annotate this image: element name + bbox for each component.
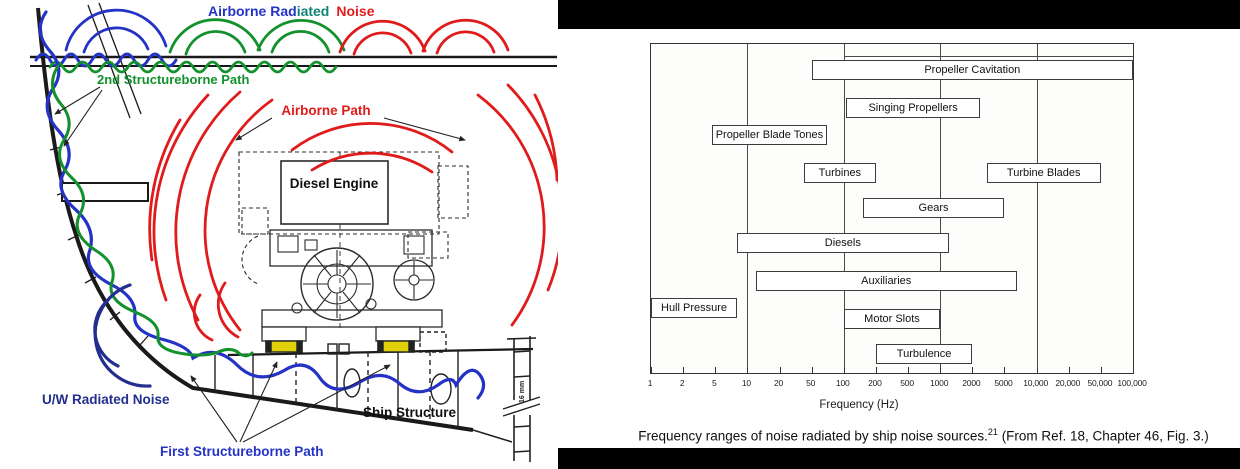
- slide-black-band-top: [558, 0, 1240, 29]
- structureborne-waves: [34, 10, 486, 400]
- second-structureborne-label: 2nd Structureborne Path: [97, 72, 249, 87]
- chart-bar-label: Auxiliaries: [861, 275, 912, 287]
- transom-structure: [472, 336, 541, 462]
- chart-bar-label: Diesels: [824, 237, 861, 249]
- chart-bar-label: Hull Pressure: [661, 302, 728, 314]
- axis-tick-label: 100: [836, 378, 850, 388]
- decade-gridline: [843, 44, 845, 373]
- axis-tick: [972, 367, 974, 373]
- axis-tick-label: 100,000: [1117, 378, 1147, 388]
- airborne-path-arcs: [148, 83, 558, 342]
- chart-bar: Propeller Cavitation: [811, 60, 1133, 80]
- axis-tick: [715, 367, 717, 373]
- plate-thickness-note: 16 mm: [519, 381, 526, 403]
- chart-bar-label: Turbulence: [896, 348, 952, 360]
- first-structureborne-label: First Structureborne Path: [160, 444, 324, 459]
- axis-tick-label: 200: [868, 378, 882, 388]
- hull-stiffener: [61, 182, 149, 202]
- label-part-red: Noise: [336, 3, 374, 19]
- axis-tick-label: 20,000: [1055, 378, 1081, 388]
- decade-gridline: [747, 44, 749, 373]
- axis-tick: [1100, 367, 1102, 373]
- engine-mounts: [265, 340, 415, 353]
- chart-bar: Diesels: [737, 233, 949, 253]
- axis-tick-label: 20: [774, 378, 784, 388]
- axis-tick: [779, 367, 781, 373]
- axis-tick: [908, 367, 910, 373]
- x-axis-tick-labels: 1 2 5 10 20 50 100 200 500 1000 2000 5000 10,000 20,0…: [648, 378, 1147, 392]
- chart-bar: Hull Pressure: [651, 298, 738, 318]
- scan-artifact-line: [843, 56, 1133, 57]
- decade-gridline: [1036, 44, 1038, 373]
- chart-bar-label: Propeller Cavitation: [924, 64, 1021, 76]
- axis-tick-label: 1: [647, 378, 653, 388]
- axis-tick: [1004, 367, 1006, 373]
- chart-bar: Turbines: [803, 163, 876, 183]
- axis-tick: [1068, 367, 1070, 373]
- axis-tick-label: 1000: [930, 378, 949, 388]
- airborne-path-label: Airborne Path: [281, 103, 370, 118]
- green-deck-wave: [48, 60, 338, 74]
- annotation-arrows: [54, 86, 466, 443]
- red-arc-groups: [338, 18, 510, 56]
- diesel-engine-label: Diesel Engine: [290, 176, 379, 191]
- uw-radiated-noise-label: U/W Radiated Noise: [42, 392, 170, 407]
- axis-tick-label: 2000: [962, 378, 981, 388]
- axis-tick-label: 2: [679, 378, 685, 388]
- slide-black-band-bottom: [558, 448, 1240, 469]
- airborne-radiated-arcs: [64, 8, 510, 56]
- chart-bar-label: Gears: [918, 202, 949, 214]
- blue-arc-group: [64, 8, 168, 54]
- axis-tick-label: 5: [712, 378, 717, 388]
- axis-tick: [1133, 367, 1134, 373]
- airborne-radiated-noise-label: Airborne Radiated Noise: [208, 3, 375, 19]
- axis-tick: [940, 367, 942, 373]
- ship-structure-label: Ship Structure: [363, 405, 457, 420]
- axis-tick-label: 50,000: [1087, 378, 1113, 388]
- chart-bar-label: Turbines: [818, 167, 862, 179]
- chart-bar: Turbulence: [875, 344, 973, 364]
- chart-bar: Auxiliaries: [755, 271, 1017, 291]
- axis-tick: [651, 367, 652, 373]
- chart-bar: Turbine Blades: [986, 163, 1101, 183]
- caption-superscript: 21: [987, 427, 998, 437]
- axis-tick-label: 5000: [994, 378, 1013, 388]
- axis-tick: [875, 367, 877, 373]
- label-part-teal: iated: [297, 3, 330, 19]
- caption-text: Frequency ranges of noise radiated by sh…: [638, 428, 988, 444]
- axis-tick-label: 10: [741, 378, 751, 388]
- green-arc-groups: [168, 18, 346, 56]
- chart-bar: Singing Propellers: [846, 98, 981, 118]
- axis-tick-label: 500: [900, 378, 914, 388]
- axis-tick: [747, 367, 749, 373]
- axis-tick-label: 50: [806, 378, 816, 388]
- chart-bar: Propeller Blade Tones: [711, 125, 828, 145]
- caption-suffix: (From Ref. 18, Chapter 46, Fig. 3.): [997, 428, 1209, 444]
- chart-bar-label: Singing Propellers: [868, 102, 958, 114]
- axis-tick: [843, 367, 845, 373]
- axis-tick-label: 10,000: [1023, 378, 1048, 388]
- chart-bar: Gears: [862, 198, 1005, 218]
- x-axis-title: Frequency (Hz): [819, 399, 899, 411]
- ship-noise-diagram: 16 mm: [30, 2, 558, 462]
- chart-bar: Motor Slots: [843, 309, 941, 329]
- uw-radiated-arcs: [93, 283, 152, 388]
- axis-tick: [683, 367, 685, 373]
- axis-tick: [811, 367, 813, 373]
- chart-bar-label: Motor Slots: [864, 313, 920, 325]
- chart-bar-label: Propeller Blade Tones: [715, 129, 824, 141]
- chart-bar-label: Turbine Blades: [1006, 167, 1081, 179]
- diesel-engine-drawing: [238, 151, 469, 342]
- label-part-blue: Airborne Rad: [208, 3, 297, 19]
- deck-lines: [30, 55, 557, 67]
- figure-caption: Frequency ranges of noise radiated by sh…: [610, 427, 1237, 444]
- axis-tick: [1036, 367, 1038, 373]
- blue-hull-wave: [38, 10, 486, 400]
